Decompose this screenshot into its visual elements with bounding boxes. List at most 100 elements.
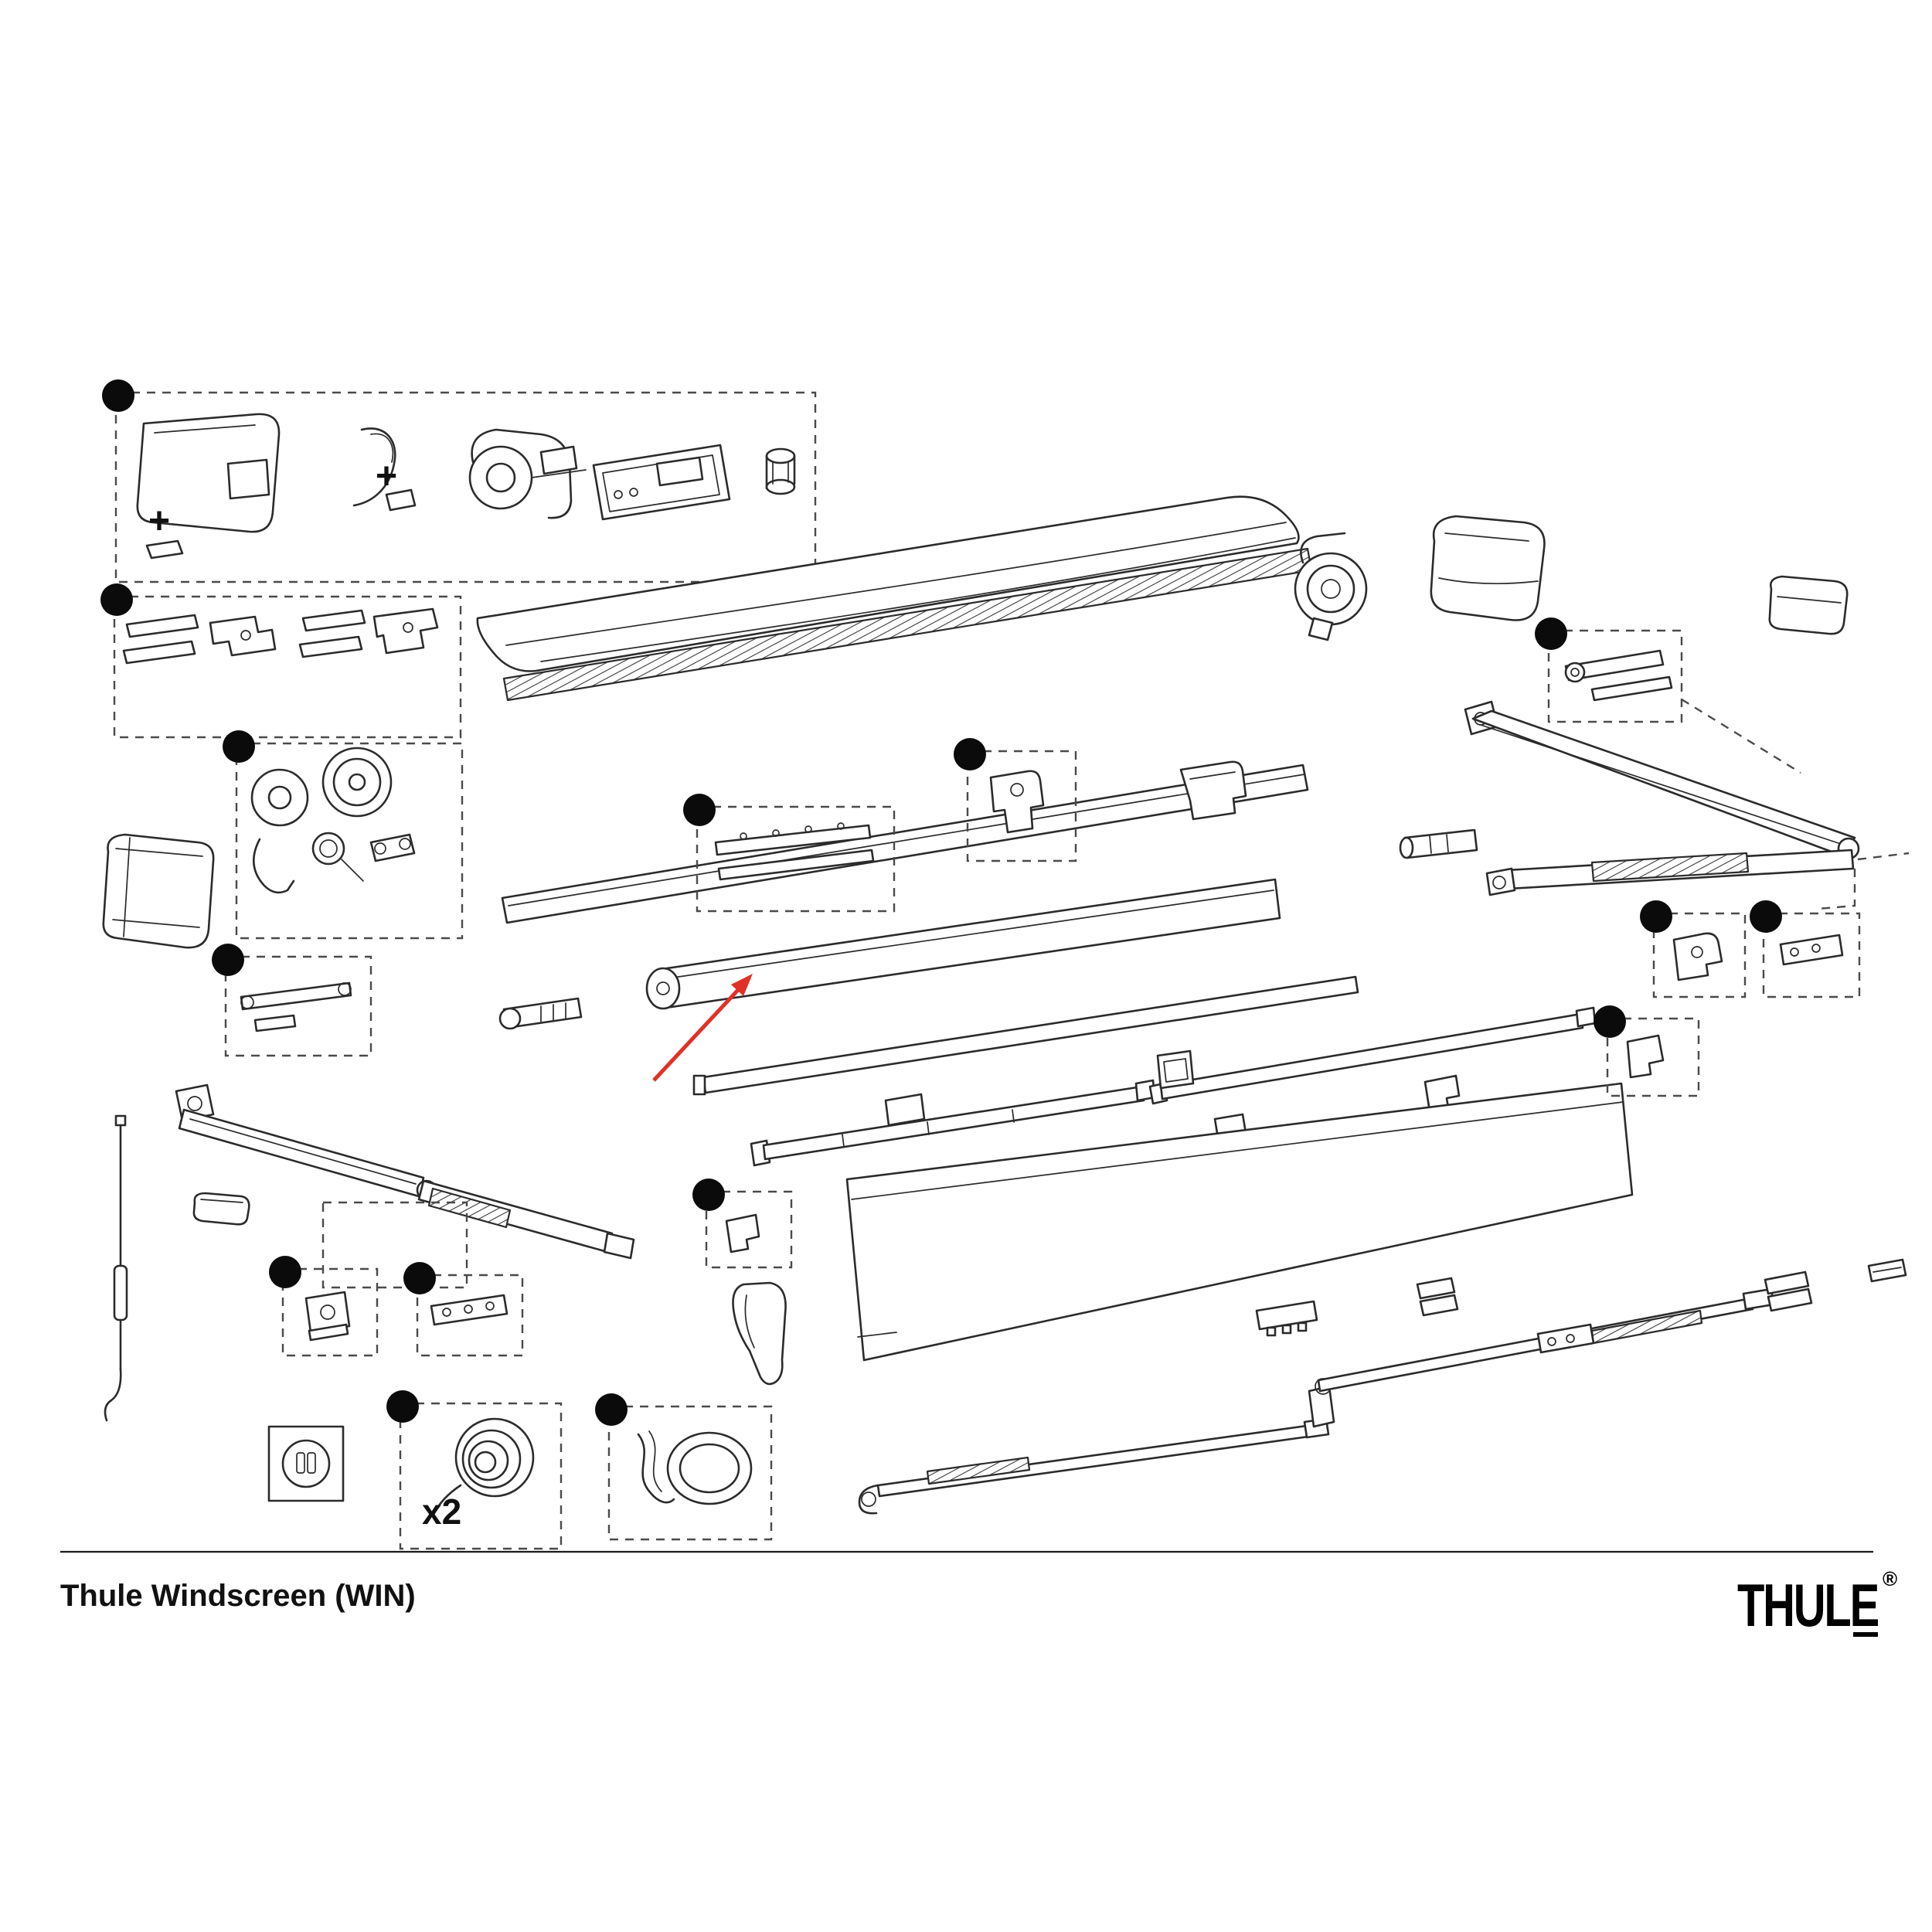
part-fastener-cluster — [1536, 1323, 1595, 1354]
dashed-group-box — [1547, 629, 1683, 723]
kit-box-right-clip-a — [1640, 900, 1747, 998]
part-link-plate — [369, 833, 416, 862]
kit-box-foam-roll: x2 — [386, 1390, 563, 1550]
part-rail-clip — [884, 1093, 926, 1127]
dashed-group-box — [705, 1190, 793, 1269]
part-square-clip — [1156, 1049, 1195, 1090]
part-curved-bracket — [352, 427, 417, 512]
registered-mark: ® — [1883, 1567, 1897, 1590]
callout-dot-spline-kit — [212, 944, 244, 976]
dashed-group-box — [416, 1274, 524, 1357]
part-foam-spiral — [433, 1417, 535, 1515]
callout-dot-gear-kit — [223, 730, 255, 763]
part-adapter-cylinder — [765, 447, 796, 495]
part-mount-bracket — [209, 615, 277, 657]
dashed-group-box — [113, 595, 462, 739]
highlight-arrow — [652, 974, 753, 1082]
kit-box-right-clip-b — [1750, 900, 1861, 998]
part-foam-pad — [122, 640, 196, 665]
quantity-label: x2 — [422, 1492, 461, 1532]
callout-dot-right-clip-b — [1750, 900, 1782, 933]
kit-box-center-bracket — [954, 738, 1077, 862]
callout-dot-mount-kit — [100, 583, 133, 616]
kit-box-mount-pads — [100, 583, 462, 739]
part-support-bar-right — [1148, 1006, 1597, 1105]
part-rubber-strip — [637, 1430, 675, 1504]
part-gear-housing-right — [1294, 532, 1368, 641]
plus-sign-b: + — [376, 456, 397, 497]
dashed-group-box — [607, 1405, 773, 1541]
part-arm-cap — [192, 1192, 250, 1226]
logo-subtext-mark — [1853, 1632, 1878, 1637]
part-motor-assembly — [468, 428, 587, 519]
callout-dot-slat-kit — [683, 794, 716, 826]
callout-dot-center-clip — [692, 1179, 725, 1211]
part-rafter-rod-right — [1308, 1287, 1775, 1428]
callout-dot-right-clip-c — [1594, 1005, 1626, 1038]
part-gear-disk — [250, 768, 309, 827]
part-spring-arm-left — [175, 1083, 635, 1289]
part-spring-coil — [311, 832, 345, 866]
part-support-bracket — [989, 770, 1045, 834]
callout-dot-gasket-kit — [595, 1393, 628, 1426]
kit-box-right-clip-c — [1594, 1005, 1700, 1097]
part-toothed-bracket — [1255, 1300, 1318, 1337]
part-arm-link — [1564, 649, 1673, 702]
kit-box-bracket-b — [403, 1262, 524, 1357]
kit-box-spline — [212, 944, 372, 1057]
callout-dot-right-clip-a — [1640, 900, 1672, 933]
part-foot-bracket — [304, 1291, 351, 1334]
dashed-group-box — [1606, 1017, 1700, 1097]
part-end-cap-left — [136, 413, 281, 560]
part-support-bracket-free — [1179, 760, 1247, 821]
part-lead-rail — [692, 975, 1359, 1096]
callout-dot-foam-roll — [386, 1390, 419, 1423]
kit-box-endcap-motor: + + — [102, 379, 817, 583]
part-small-roller — [1399, 828, 1478, 859]
part-end-cap-right — [1430, 515, 1546, 621]
part-control-box — [592, 444, 731, 521]
kit-box-arm-link — [1535, 617, 1801, 774]
dashed-group-box — [696, 805, 896, 913]
part-rafter-rod-left — [858, 1417, 1330, 1515]
part-end-cap-large-left — [102, 833, 215, 949]
part-spline-bar — [240, 981, 352, 1011]
dashed-group-box-arm-joint — [321, 1201, 468, 1289]
part-arm-clip — [1672, 932, 1723, 981]
kit-box-center-clip — [692, 1179, 793, 1269]
part-crank-rod — [104, 1114, 128, 1422]
part-clip-stack — [1764, 1270, 1813, 1312]
dashed-group-box — [114, 391, 817, 583]
part-foam-pad — [301, 609, 366, 632]
part-foam-pad — [125, 614, 199, 638]
dashed-group-box — [1762, 912, 1861, 998]
dashed-group-box — [399, 1402, 563, 1550]
kit-box-bracket-a — [269, 1256, 379, 1357]
part-spring-arm-right — [1464, 700, 1910, 910]
thule-logo: THULE ® — [1737, 1567, 1897, 1639]
callout-dot-center-bracket — [954, 738, 986, 770]
part-end-clip-far-right — [1867, 1258, 1907, 1283]
dashed-connector — [1817, 852, 1910, 910]
kit-box-slat-rails — [683, 794, 896, 913]
part-cassette-top — [476, 495, 1313, 702]
dashed-group-box — [224, 955, 372, 1057]
part-foam-pad — [298, 635, 363, 658]
dashed-group-box — [281, 1267, 379, 1357]
part-fabric-roller-tube — [645, 878, 1281, 1010]
part-arm-cover — [732, 1281, 787, 1386]
dashed-connector — [1681, 698, 1801, 774]
callout-dot-bracket-b — [403, 1262, 436, 1294]
kit-box-gasket — [595, 1393, 773, 1541]
part-end-clip — [1626, 1034, 1665, 1079]
dashed-group-box — [1652, 912, 1747, 998]
part-support-bar-left — [750, 1079, 1156, 1167]
part-roller-drive-end — [498, 997, 583, 1030]
part-corner-bracket-right — [1768, 575, 1849, 635]
callout-dot-arm-link — [1535, 617, 1567, 650]
dashed-group-box — [966, 750, 1077, 862]
part-slat-rail — [714, 822, 872, 856]
part-slat-rail — [717, 849, 875, 881]
